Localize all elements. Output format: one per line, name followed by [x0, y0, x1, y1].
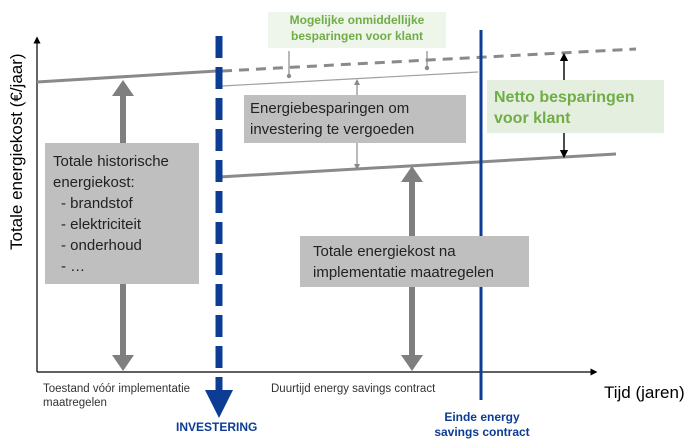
contract-end-line-2: savings contract	[434, 425, 530, 439]
after-cost-box: Totale energiekost na implementatie maat…	[300, 236, 529, 287]
phase-contract-label: Duurtijd energy savings contract	[271, 383, 436, 395]
repay-line-1: Energiebesparingen om	[250, 100, 410, 117]
contract-end-line-1: Einde energy	[444, 410, 520, 424]
immediate-line-2: besparingen voor klant	[290, 29, 424, 43]
historic-cost-line	[36, 69, 218, 84]
net-savings-box: Netto besparingen voor klant	[487, 80, 664, 133]
historic-item: - elektriciteit	[61, 216, 142, 233]
y-axis-label: Totale energiekost (€/jaar)	[7, 53, 26, 250]
repay-savings-box: Energiebesparingen om investering te ver…	[244, 95, 466, 143]
historic-item: - onderhoud	[61, 237, 142, 254]
immediate-line-1: Mogelijke onmiddellijke	[289, 13, 425, 27]
historic-title-2: energiekost:	[53, 174, 135, 191]
net-line-1: Netto besparingen	[494, 89, 635, 106]
repay-line-2: investering te vergoeden	[250, 121, 415, 138]
phase-before-line-2: maatregelen	[43, 397, 107, 409]
contract-end-label: Einde energy savings contract	[424, 410, 540, 440]
baseline-dashed-line	[221, 47, 637, 73]
after-cost-line	[218, 152, 617, 179]
historic-cost-box: Totale historische energiekost: - brands…	[45, 143, 199, 284]
investment-arrowhead	[205, 390, 233, 418]
immediate-savings-label: Mogelijke onmiddellijke besparingen voor…	[268, 12, 446, 48]
after-line-2: implementatie maatregelen	[313, 264, 494, 281]
phase-before-line-1: Toestand vóór implementatie	[43, 383, 191, 395]
historic-item: - …	[61, 258, 86, 275]
historic-item: - brandstof	[61, 195, 133, 212]
historic-title-1: Totale historische	[53, 153, 169, 170]
x-axis-label: Tijd (jaren)	[604, 383, 685, 402]
savings-thin-line	[221, 71, 479, 87]
net-line-2: voor klant	[494, 110, 571, 127]
investment-label: INVESTERING	[176, 420, 258, 434]
phase-before-label: Toestand vóór implementatie maatregelen	[43, 382, 190, 410]
after-line-1: Totale energiekost na	[313, 243, 456, 260]
